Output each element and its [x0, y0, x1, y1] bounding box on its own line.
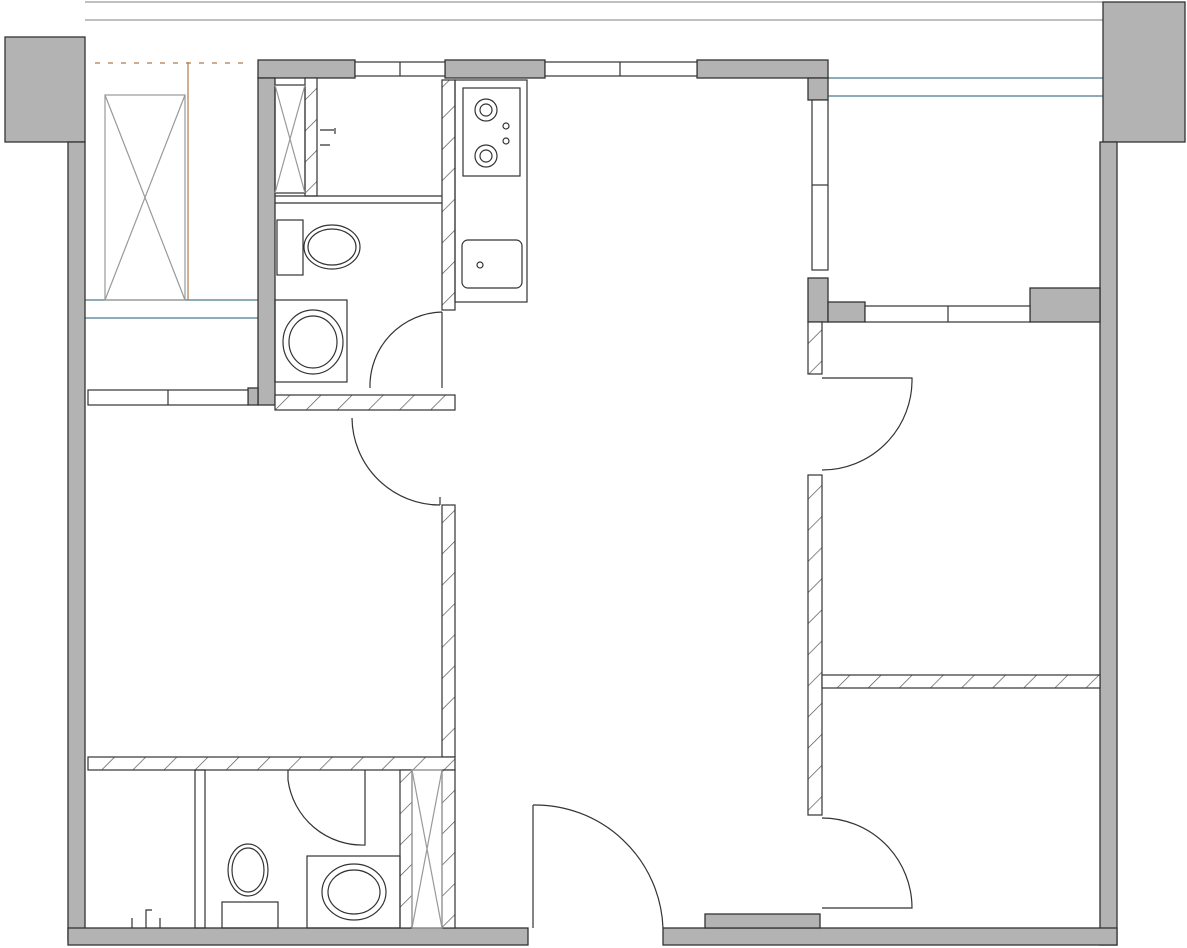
toilet — [303, 224, 361, 270]
partition-wall — [441, 79, 456, 311]
thin-wall — [194, 769, 206, 929]
door-swing — [287, 770, 366, 846]
toilet — [227, 843, 269, 897]
partition-wall — [807, 321, 823, 375]
toilet-tank — [221, 901, 279, 929]
wall-bottom-step — [704, 913, 821, 929]
washbasin — [282, 309, 344, 375]
partition-wall — [399, 769, 413, 929]
kitchen-counter — [454, 79, 528, 303]
partition-wall — [821, 674, 1101, 689]
wall-right-corner — [807, 277, 829, 323]
wall-top-segment — [696, 59, 829, 79]
partition-wall — [441, 504, 456, 758]
wall-right-top — [807, 77, 829, 101]
balcony-cabinet — [104, 94, 186, 301]
toilet-tank — [276, 219, 304, 276]
wall-corner-horizontal — [827, 301, 866, 323]
pillar-top-left — [4, 36, 86, 143]
partition-wall — [87, 756, 456, 771]
outer-wall-bottom-left — [67, 927, 529, 946]
burner — [474, 98, 498, 122]
shower — [411, 769, 443, 929]
partition-wall — [304, 77, 318, 197]
entrance-door-swing — [532, 804, 664, 929]
vanity — [306, 855, 401, 929]
partition-wall — [441, 769, 456, 929]
wall-top-segment — [444, 59, 546, 79]
pillar-top-right — [1102, 1, 1186, 143]
partition-wall — [274, 394, 456, 411]
faucet-icon — [320, 128, 336, 146]
door-swing — [351, 417, 441, 506]
vanity — [274, 299, 348, 383]
door-swing — [821, 377, 913, 471]
bathroom-wall-left — [257, 77, 276, 406]
wall-right-block — [1029, 287, 1101, 323]
partition-wall — [807, 474, 823, 816]
shower — [274, 84, 306, 194]
window — [544, 61, 698, 77]
door-swing — [369, 311, 443, 389]
outer-wall-right — [1099, 141, 1118, 946]
stove — [462, 87, 521, 177]
burner — [474, 144, 498, 168]
washbasin — [321, 863, 387, 921]
wall-balcony-end — [247, 387, 259, 406]
wall-top-segment — [257, 59, 356, 79]
outer-wall-bottom-right — [662, 927, 1118, 946]
kitchen-sink — [461, 239, 523, 289]
outer-wall-left — [67, 141, 86, 941]
faucet-icon — [131, 909, 161, 928]
door-swing — [821, 817, 913, 909]
